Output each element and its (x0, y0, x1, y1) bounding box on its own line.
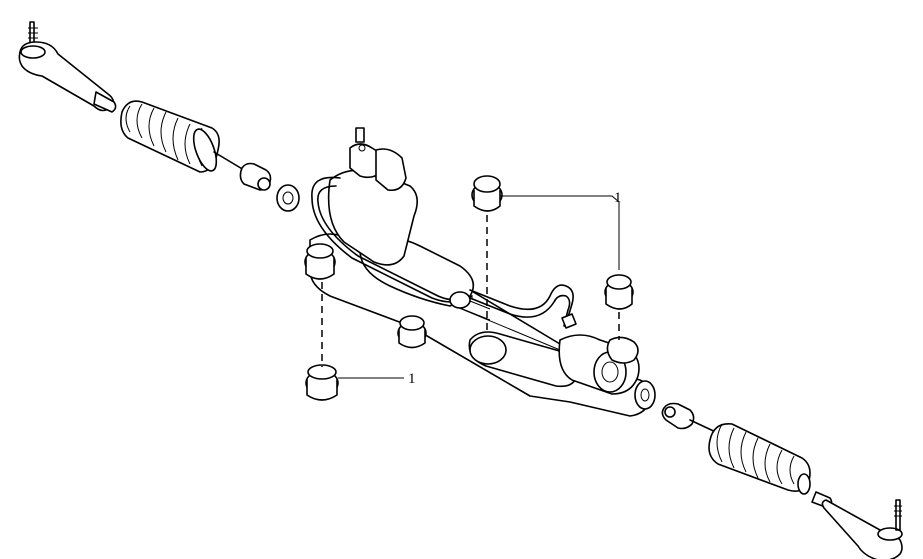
mount-bushing (604, 274, 634, 310)
callout-1-upper: 1 (500, 190, 622, 270)
callout-label: 1 (408, 371, 416, 387)
lock-nut-right (634, 380, 656, 410)
boot-left (120, 100, 220, 173)
lock-nut-left (276, 184, 300, 212)
tie-rod-end-left (18, 21, 117, 113)
tie-rod-end-right (811, 491, 903, 559)
callout-1-lower: 1 (338, 371, 416, 387)
inner-tie-rod-left (213, 151, 272, 191)
pinion-valve (349, 127, 407, 192)
callout-label: 1 (614, 190, 622, 206)
mount-bushing (305, 364, 339, 401)
mount-bushing (471, 175, 503, 212)
hydraulic-lines (311, 176, 577, 329)
mount-bushing (397, 315, 427, 349)
mount-bushing (304, 243, 336, 280)
inner-tie-rod-right (661, 402, 721, 435)
boot-right (708, 423, 811, 495)
